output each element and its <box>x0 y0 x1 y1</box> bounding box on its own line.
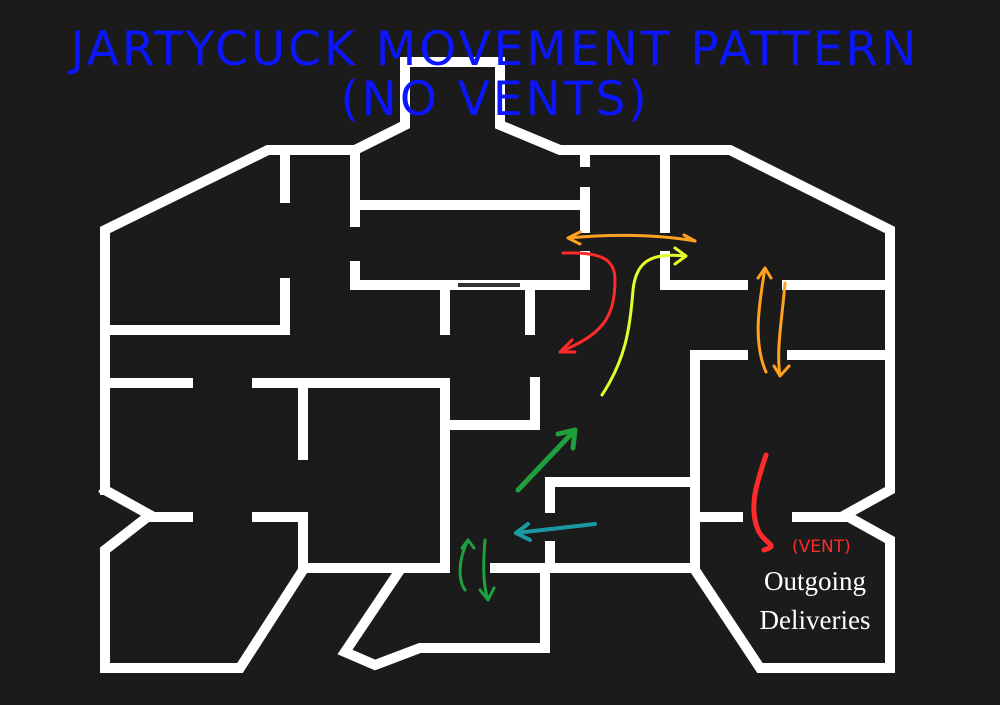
arrow-red-top <box>558 251 617 354</box>
movement-arrows <box>458 230 791 602</box>
arrow-orange-top <box>566 230 697 246</box>
title-line-1: JARTYCUCK MOVEMENT PATTERN <box>70 22 920 77</box>
loading-wall <box>337 563 550 671</box>
arrow-green-diagonal <box>515 427 578 493</box>
arrow-orange-right <box>756 266 791 378</box>
outer-wall <box>100 57 895 673</box>
door-bar <box>458 283 520 287</box>
vent-label: (VENT) <box>792 537 851 557</box>
arrow-green-bottom <box>458 538 496 602</box>
title-line-2: (NO VENTS) <box>340 72 650 127</box>
arrow-red-vent <box>751 452 774 553</box>
arrow-yellow <box>600 246 688 397</box>
room-label-line-2: Deliveries <box>759 605 871 635</box>
outer-wall-left <box>98 483 310 673</box>
arrow-teal <box>514 522 597 542</box>
room-label-line-1: Outgoing <box>763 566 866 596</box>
